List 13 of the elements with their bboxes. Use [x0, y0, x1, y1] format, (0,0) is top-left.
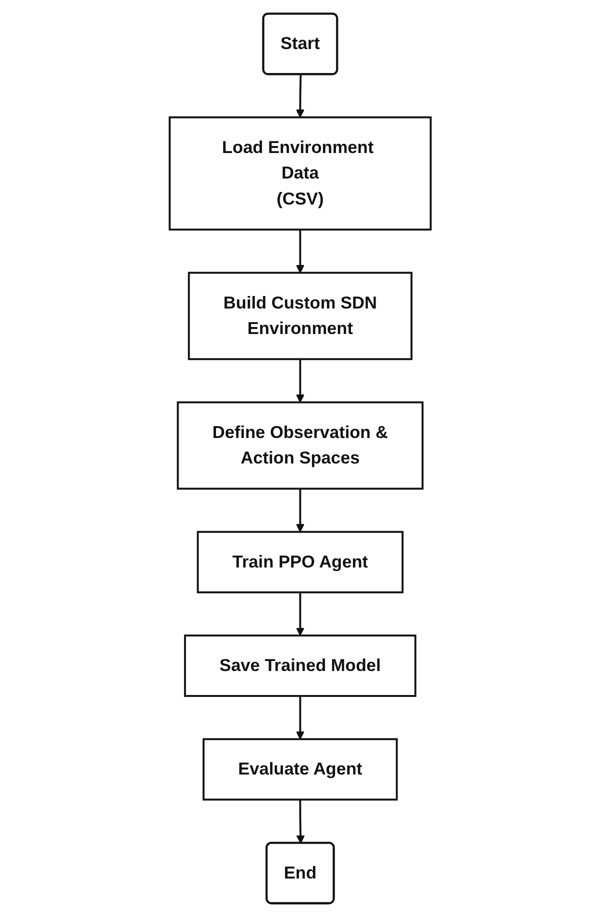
arrow: [296, 696, 305, 740]
arrow: [296, 800, 306, 844]
node-box: Evaluate Agent: [202, 738, 398, 801]
node-box: Train PPO Agent: [197, 530, 404, 594]
node-box: Build Custom SDN Environment: [188, 272, 413, 360]
arrow: [296, 230, 305, 274]
arrow: [296, 488, 305, 532]
node-box: Load Environment Data (CSV): [169, 116, 432, 231]
arrow: [296, 359, 305, 403]
arrow: [296, 74, 305, 118]
node-box: Save Trained Model: [184, 634, 417, 697]
arrow: [296, 592, 305, 636]
node-box: Define Observation & Action Spaces: [177, 401, 424, 490]
